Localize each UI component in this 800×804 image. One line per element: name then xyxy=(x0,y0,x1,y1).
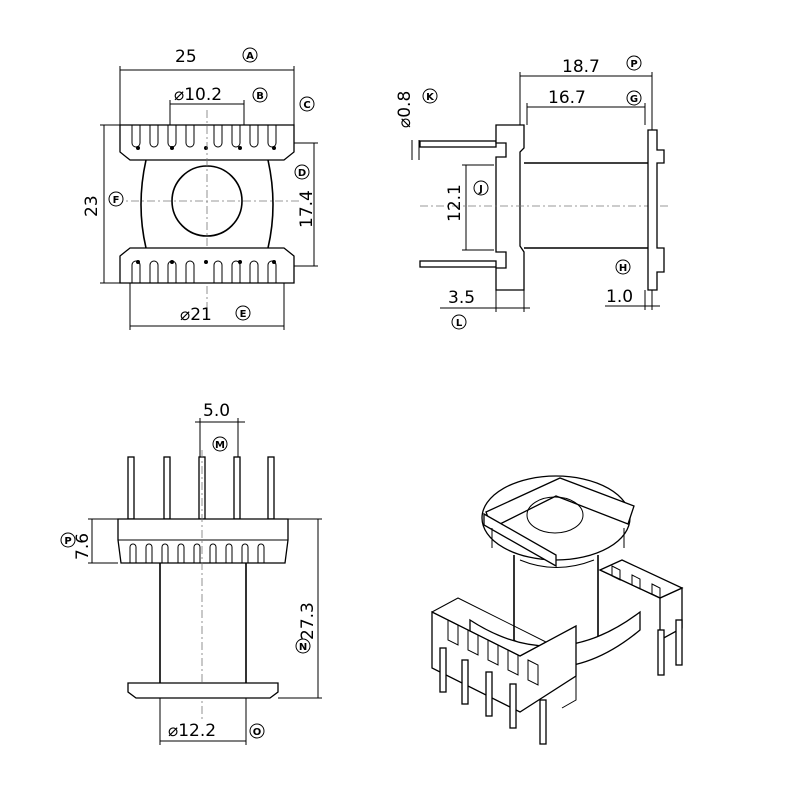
flange-thk-dim: 1.0 xyxy=(606,287,633,307)
flange-height-tag: P xyxy=(64,536,71,547)
total-height-tag: N xyxy=(299,642,307,653)
height-dim: 23 xyxy=(82,195,102,217)
pin-gap-dim: 12.1 xyxy=(445,184,465,222)
front-view: 5.0 M 7.6 P 27.3 N xyxy=(60,401,322,745)
core-dia-tag: O xyxy=(253,727,262,738)
pin-dia-tag: K xyxy=(426,92,435,103)
pin-dia-tag: B xyxy=(256,91,264,102)
inner-dim: 17.4 xyxy=(297,190,317,228)
pin-gap-tag: J xyxy=(478,184,483,195)
pitch-dim: 5.0 xyxy=(203,401,230,421)
overall-tag: P xyxy=(630,59,637,70)
side-view: 18.7 P 16.7 G ⌀0.8 K 12.1 J H xyxy=(395,55,670,330)
body-dim: 16.7 xyxy=(548,88,586,108)
pin-length-dim: 3.5 xyxy=(448,288,475,308)
isometric-view xyxy=(431,475,684,745)
core-dia-dim: ⌀12.2 xyxy=(168,721,216,741)
height-tag: F xyxy=(113,195,120,206)
flange-dia-tag: E xyxy=(240,309,247,320)
flange-tag: H xyxy=(619,263,627,274)
pin-dia-dim: ⌀10.2 xyxy=(174,85,222,105)
pin-length-tag: L xyxy=(456,318,463,329)
top-view: 25 A ⌀10.2 B C 23 F xyxy=(82,47,318,330)
total-height-dim: 27.3 xyxy=(298,602,318,640)
width-dim: 25 xyxy=(175,47,197,67)
flange-height-dim: 7.6 xyxy=(73,533,93,560)
comb-tag: C xyxy=(303,100,310,111)
overall-dim: 18.7 xyxy=(562,57,600,77)
pitch-tag: M xyxy=(215,440,225,451)
body-tag: G xyxy=(630,94,638,105)
inner-tag: D xyxy=(298,168,306,179)
pin-dia-dim: ⌀0.8 xyxy=(395,91,415,128)
flange-dia-dim: ⌀21 xyxy=(180,305,212,325)
width-tag: A xyxy=(246,51,254,62)
